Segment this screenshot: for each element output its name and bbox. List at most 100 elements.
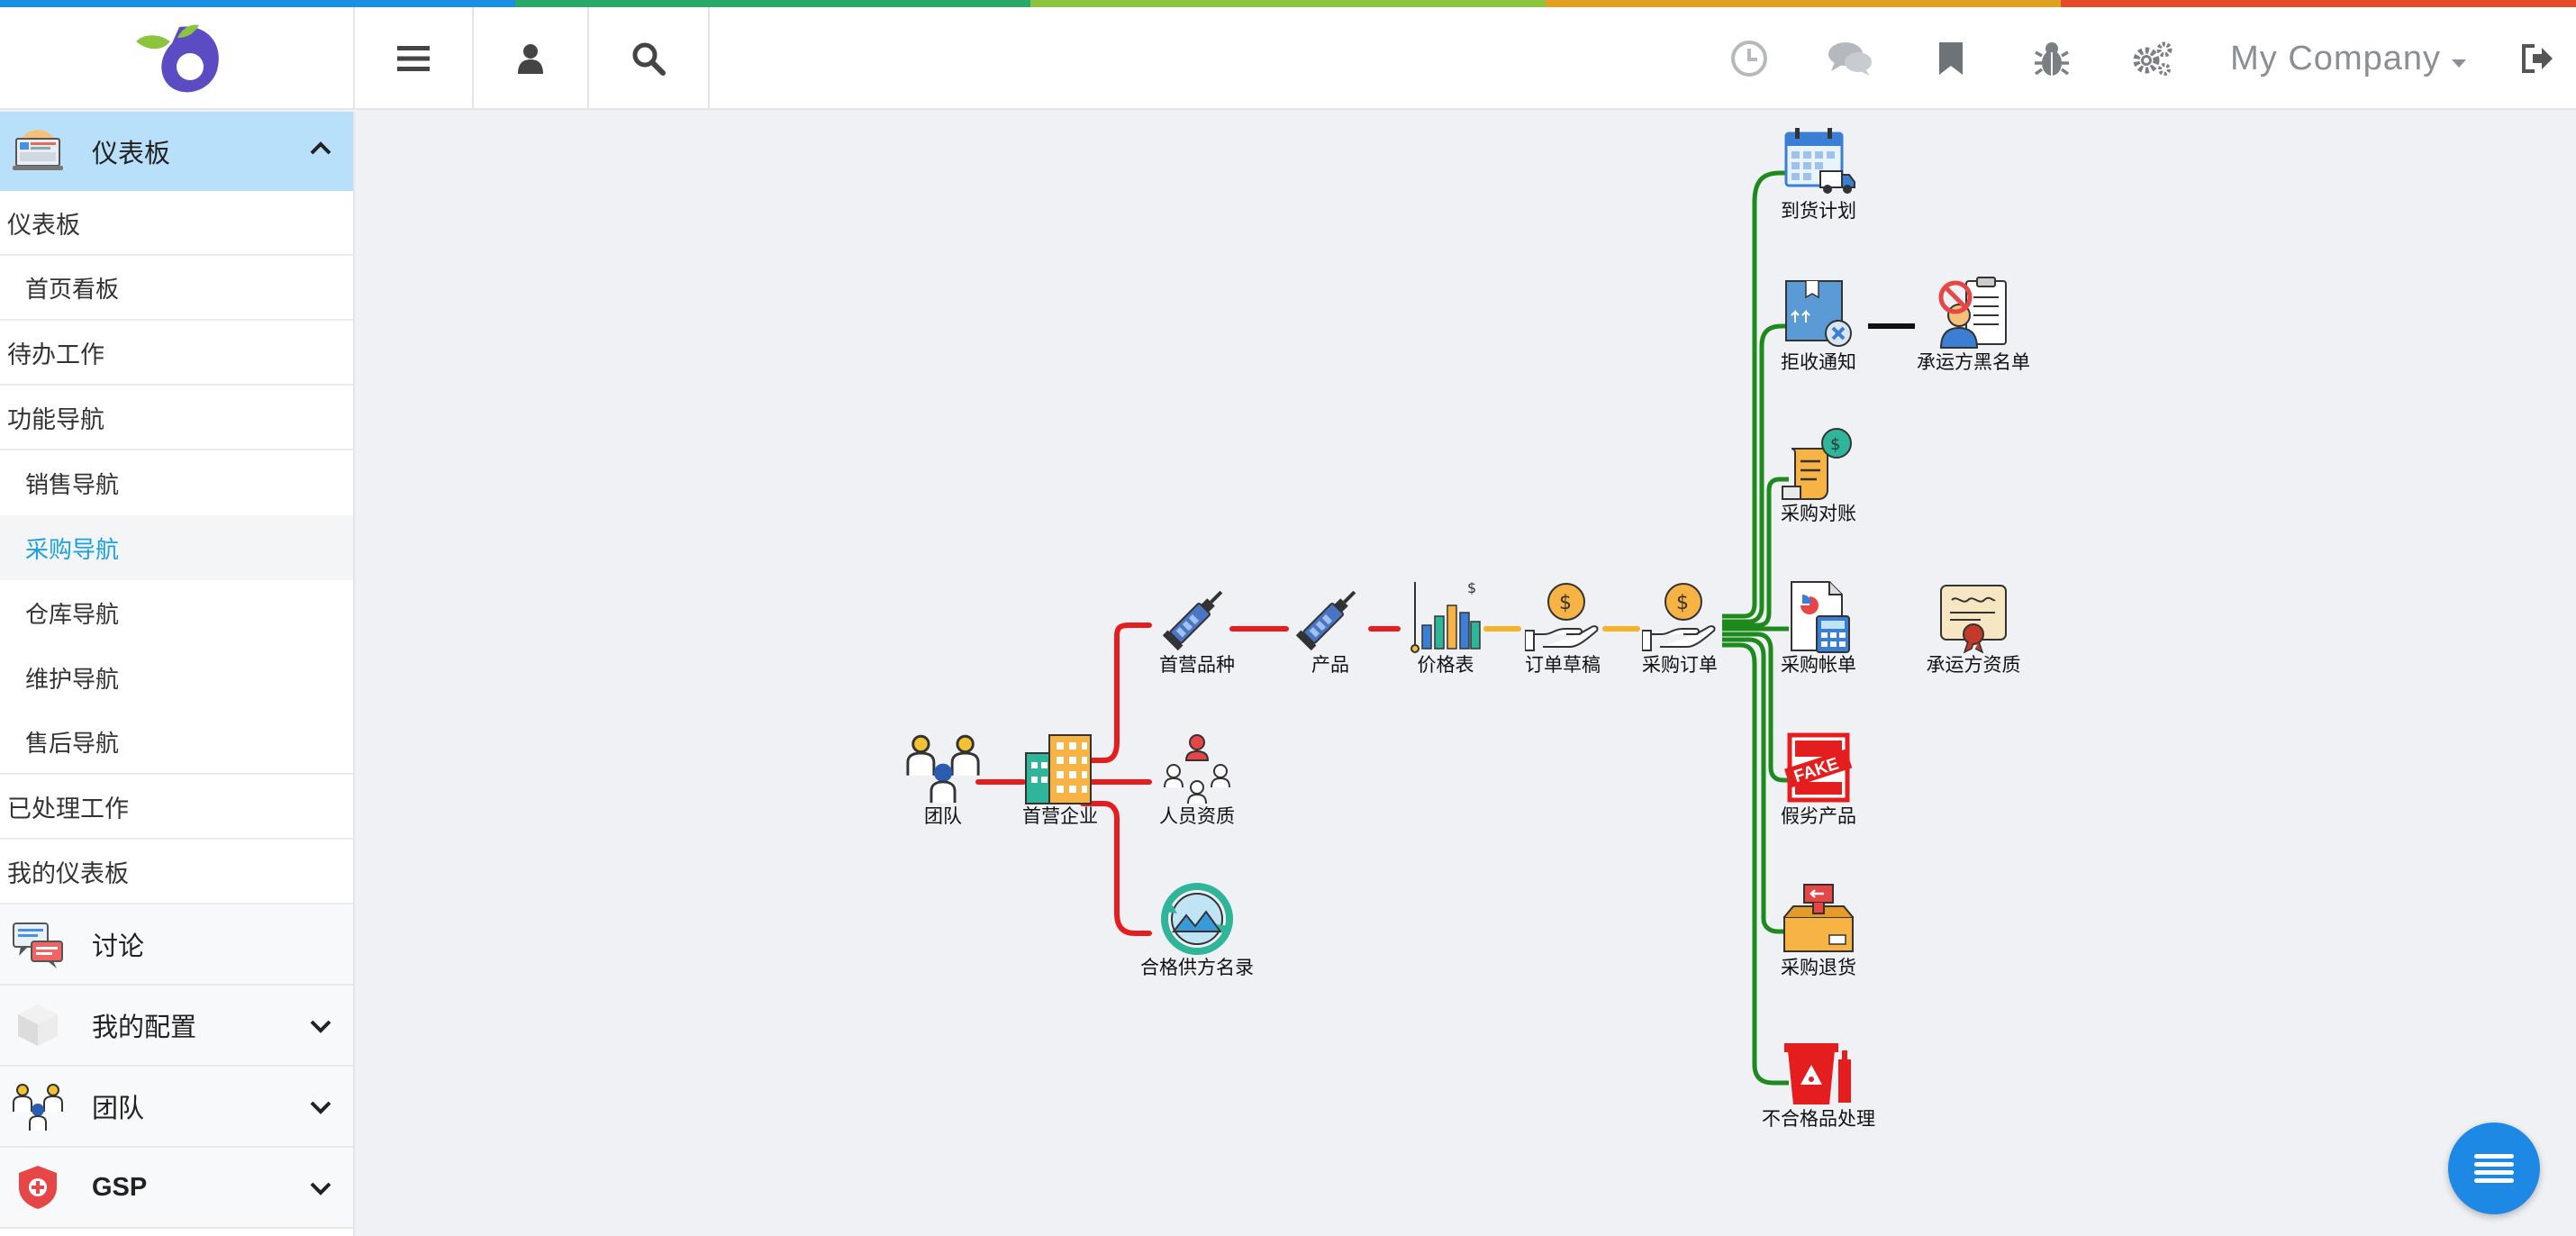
bug-icon <box>2035 42 2070 76</box>
svg-text:$: $ <box>1676 592 1689 614</box>
settings-button[interactable] <box>2102 7 2203 110</box>
color-segment <box>1030 0 1546 7</box>
flow-node-label: 订单草稿 <box>1525 654 1601 676</box>
right-toolbar: My Company <box>1699 7 2576 110</box>
bar-chart-icon: $ <box>1410 579 1481 653</box>
sidebar-item-label: 销售导航 <box>25 471 120 499</box>
flow-node-price-list[interactable]: $ 价格表 <box>1360 578 1531 677</box>
flow-node-reconciliation[interactable]: $ 采购对账 <box>1733 427 1904 526</box>
purchase-flow-canvas: 团队 首营企业 首营品 <box>357 112 2576 1236</box>
search-button[interactable] <box>589 7 710 110</box>
chevron-down-icon <box>2452 59 2466 68</box>
sidebar-section-my-config[interactable]: 我的配置 <box>0 986 353 1067</box>
flow-node-label: 采购帐单 <box>1781 654 1856 676</box>
sidebar-item-label: 售后导航 <box>25 730 120 758</box>
team-icon <box>11 1081 65 1131</box>
svg-text:$: $ <box>1830 435 1840 454</box>
flow-node-reject-notice[interactable]: 拒收通知 <box>1733 276 1904 375</box>
flow-node-product[interactable]: 产品 <box>1245 578 1416 677</box>
sidebar-item-label: 维护导航 <box>25 666 120 694</box>
return-box-icon <box>1783 884 1854 952</box>
sidebar-dashboard-title: 仪表板 <box>92 138 171 168</box>
sidebar-section-gsp[interactable]: GSP <box>0 1148 353 1229</box>
top-color-bar <box>0 0 2576 7</box>
gsp-shield-icon <box>11 1162 65 1213</box>
syringe-icon <box>1295 590 1356 651</box>
fake-stamp-icon: FAKE <box>1784 732 1853 803</box>
flow-node-order-draft[interactable]: $ 订单草稿 <box>1477 578 1648 677</box>
sidebar-item-function-nav[interactable]: 功能导航 <box>0 386 353 450</box>
debug-button[interactable] <box>2001 7 2102 110</box>
blacklist-clipboard-icon <box>1938 277 2007 349</box>
flow-node-label: 承运方黑名单 <box>1917 351 2030 373</box>
history-button[interactable] <box>1699 7 1800 110</box>
flow-node-purchase-return[interactable]: 采购退货 <box>1733 881 1904 980</box>
flow-connectors <box>975 170 1915 1086</box>
flow-node-team[interactable]: 团队 <box>857 730 1029 829</box>
rejected-box-icon <box>1785 280 1852 347</box>
flow-node-label: 采购退货 <box>1781 957 1856 978</box>
sidebar-section-label: 团队 <box>92 1093 145 1123</box>
hand-coin-icon: $ <box>1525 583 1599 651</box>
flow-node-first-company[interactable]: 首营企业 <box>975 730 1146 829</box>
sidebar-section-discussion[interactable]: 讨论 <box>0 904 353 986</box>
app-logo[interactable] <box>0 7 355 110</box>
sidebar-item-label: 功能导航 <box>7 405 104 434</box>
flow-node-label: 首营企业 <box>1022 805 1098 827</box>
sidebar-item-my-dashboard[interactable]: 我的仪表板 <box>0 840 353 904</box>
floating-menu-button[interactable] <box>2448 1122 2540 1214</box>
flow-node-arrival-plan[interactable]: 到货计划 <box>1733 124 1904 223</box>
flow-node-carrier-qualification[interactable]: 承运方资质 <box>1888 578 2059 677</box>
sidebar-section-team[interactable]: 团队 <box>0 1067 353 1148</box>
sidebar-item-todo[interactable]: 待办工作 <box>0 321 353 386</box>
flow-node-qualified-suppliers[interactable]: 合格供方名录 <box>1111 881 1283 980</box>
list-menu-icon <box>2474 1154 2514 1183</box>
sidebar-item-label: 首页看板 <box>25 276 120 304</box>
flow-node-first-product[interactable]: 首营品种 <box>1111 578 1283 677</box>
chevron-down-icon <box>310 1020 331 1033</box>
flow-node-purchase-order[interactable]: $ 采购订单 <box>1594 578 1765 677</box>
menu-toggle-button[interactable] <box>355 7 474 110</box>
flow-node-personnel[interactable]: 人员资质 <box>1111 730 1283 829</box>
discussion-icon <box>11 919 65 969</box>
team-icon <box>906 734 980 804</box>
flow-node-nonconforming[interactable]: 不合格品处理 <box>1733 1032 1904 1131</box>
building-icon <box>1025 734 1092 804</box>
sidebar-item-label: 仪表板 <box>7 211 80 240</box>
company-dropdown[interactable]: My Company <box>2203 40 2499 78</box>
sidebar-item-home-board[interactable]: 首页看板 <box>0 256 353 321</box>
messages-button[interactable] <box>1800 7 1900 110</box>
sidebar-item-dashboard[interactable]: 仪表板 <box>0 191 353 256</box>
company-name: My Company <box>2230 39 2441 77</box>
clock-icon <box>1731 41 1768 77</box>
sidebar-item-warehouse-nav[interactable]: 仓库导航 <box>0 580 353 645</box>
search-icon <box>632 42 666 76</box>
logout-button[interactable] <box>2499 7 2576 110</box>
chevron-down-icon <box>310 1101 331 1114</box>
flow-node-label: 合格供方名录 <box>1140 957 1254 978</box>
color-segment <box>1546 0 2061 7</box>
sidebar-item-sales-nav[interactable]: 销售导航 <box>0 450 353 515</box>
user-button[interactable] <box>474 7 589 110</box>
sidebar-item-aftersales-nav[interactable]: 售后导航 <box>0 710 353 775</box>
sidebar-section-label: 讨论 <box>92 931 145 961</box>
certificate-icon <box>1940 585 2007 654</box>
sidebar-item-maintenance-nav[interactable]: 维护导航 <box>0 645 353 710</box>
sidebar-section-label: GSP <box>92 1172 148 1202</box>
flow-node-label: 采购订单 <box>1642 654 1718 676</box>
bookmarks-button[interactable] <box>1900 7 2001 110</box>
people-network-icon <box>1164 734 1230 804</box>
report-calculator-icon <box>1791 581 1850 653</box>
flow-node-fake-product[interactable]: FAKE 假劣产品 <box>1733 730 1904 829</box>
svg-text:$: $ <box>1467 579 1476 596</box>
dashboard-laptop-icon <box>13 130 63 170</box>
sidebar-item-processed-work[interactable]: 已处理工作 <box>0 775 353 840</box>
menu-icon <box>397 46 430 71</box>
flow-node-carrier-blacklist[interactable]: 承运方黑名单 <box>1888 276 2059 375</box>
flow-node-label: 假劣产品 <box>1781 805 1856 827</box>
sidebar-dashboard-header[interactable]: 仪表板 <box>0 112 353 191</box>
hazard-bin-icon <box>1784 1043 1851 1104</box>
flow-node-purchase-bill[interactable]: 采购帐单 <box>1733 578 1904 677</box>
supplier-cycle-icon <box>1161 883 1233 955</box>
sidebar-item-purchase-nav[interactable]: 采购导航 <box>0 515 353 580</box>
